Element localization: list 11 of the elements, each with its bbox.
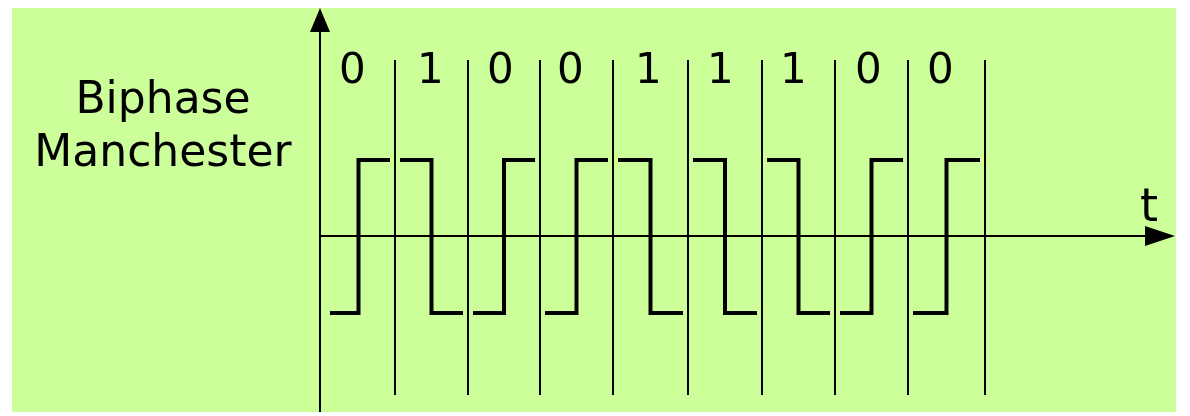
bit-label: 0 bbox=[557, 48, 584, 90]
bit-label: 0 bbox=[487, 48, 514, 90]
bit-label: 1 bbox=[780, 48, 807, 90]
bit-label: 1 bbox=[707, 48, 734, 90]
bit-label: 0 bbox=[855, 48, 882, 90]
bit-label: 0 bbox=[339, 48, 366, 90]
axis-label: t bbox=[1140, 182, 1159, 228]
bit-label: 0 bbox=[927, 48, 954, 90]
bit-label: 1 bbox=[635, 48, 662, 90]
signal-name-label: Biphase Manchester bbox=[33, 72, 293, 178]
bit-label: 1 bbox=[417, 48, 444, 90]
